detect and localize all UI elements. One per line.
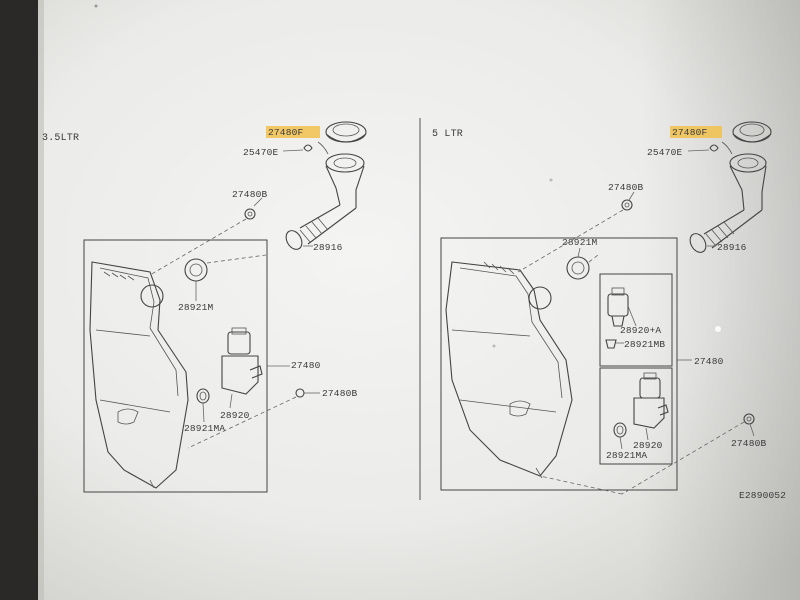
label-pump-seal: 28921MA [606,450,647,461]
label-pump: 28920 [220,410,250,421]
label-seal-b: 28921MB [624,339,665,350]
left-section-heading: 3.5LTR [42,133,79,144]
paper-speck [492,344,496,348]
diagram-code: E2890052 [739,490,786,501]
label-clip: 25470E [243,147,279,158]
label-bolt-top: 27480B [608,182,644,193]
label-assembly: 27480 [694,356,724,367]
grommet-drawing [566,247,599,280]
bolt-right-drawing [187,388,320,449]
pump-a-inset-box [599,273,673,367]
right-section-heading: 5 LTR [432,129,463,140]
label-bolt-right: 27480B [731,438,767,449]
paper-speck [549,178,553,182]
highlight-marker [670,126,722,138]
filler-cap-drawing [732,121,772,143]
label-cap-part: 27480F [268,127,304,138]
label-grommet: 28921M [178,302,214,313]
pump-seal-drawing [613,422,627,450]
filler-cap-drawing [325,121,367,143]
left-section: 3.5LTR 27480F 25470E 27480B 28916 28921M… [42,121,367,493]
pump-seal-drawing [196,388,210,423]
label-pump-a: 28920+A [620,325,661,336]
pump-a-drawing [605,287,637,349]
right-section: 5 LTR 27480F 25470E 27480B 28916 28921M … [432,121,786,501]
label-filler-tube: 28916 [313,242,343,253]
label-bolt-right: 27480B [322,388,358,399]
pump-drawing [221,327,263,409]
clip-drawing [282,141,329,155]
pump-inset-box [599,367,673,465]
highlight-marker [266,126,320,138]
label-assembly: 27480 [291,360,321,371]
label-grommet: 28921M [562,237,598,248]
bolt-right-drawing [539,413,755,495]
right-assembly-box [440,237,678,491]
label-pump-seal: 28921MA [184,423,225,434]
bolt-top-drawing [517,191,635,273]
label-clip: 25470E [647,147,683,158]
paper-speck [715,326,721,332]
reservoir-tank-drawing [89,261,189,489]
label-filler-tube: 28916 [717,242,747,253]
pump-drawing [633,372,669,441]
grommet-drawing [184,254,267,301]
reservoir-tank-drawing [445,261,573,479]
label-pump: 28920 [633,440,663,451]
filler-tube-drawing [285,153,365,250]
clip-drawing [687,141,733,155]
bolt-top-drawing [149,197,263,276]
paper-speck [94,4,98,8]
label-cap-part: 27480F [672,127,708,138]
filler-tube-drawing [689,153,767,253]
label-bolt-top: 27480B [232,189,268,200]
